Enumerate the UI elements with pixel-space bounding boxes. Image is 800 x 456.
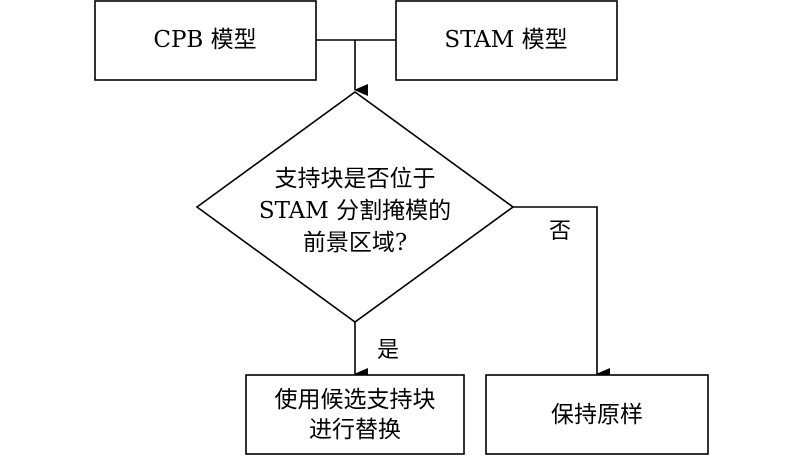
decision-line-3: 前景区域? [303,230,407,256]
yes-branch-label: 是 [377,338,399,363]
stam-model-box [395,0,618,81]
replace-line-2: 进行替换 [309,417,401,443]
no-branch-arrow [513,206,610,380]
keep-label: 保持原样 [551,402,643,428]
replace-line-1: 使用候选支持块 [275,387,436,413]
replace-box [245,374,465,455]
stam-model-label: STAM 模型 [444,27,567,53]
decision-line-1: 支持块是否位于 [275,166,436,192]
no-branch-label: 否 [549,219,571,244]
cpb-model-label: CPB 模型 [153,27,256,53]
decision-line-2: STAM 分割掩模的 [259,198,451,224]
cpb-model-box [94,0,317,81]
keep-box [485,374,709,455]
